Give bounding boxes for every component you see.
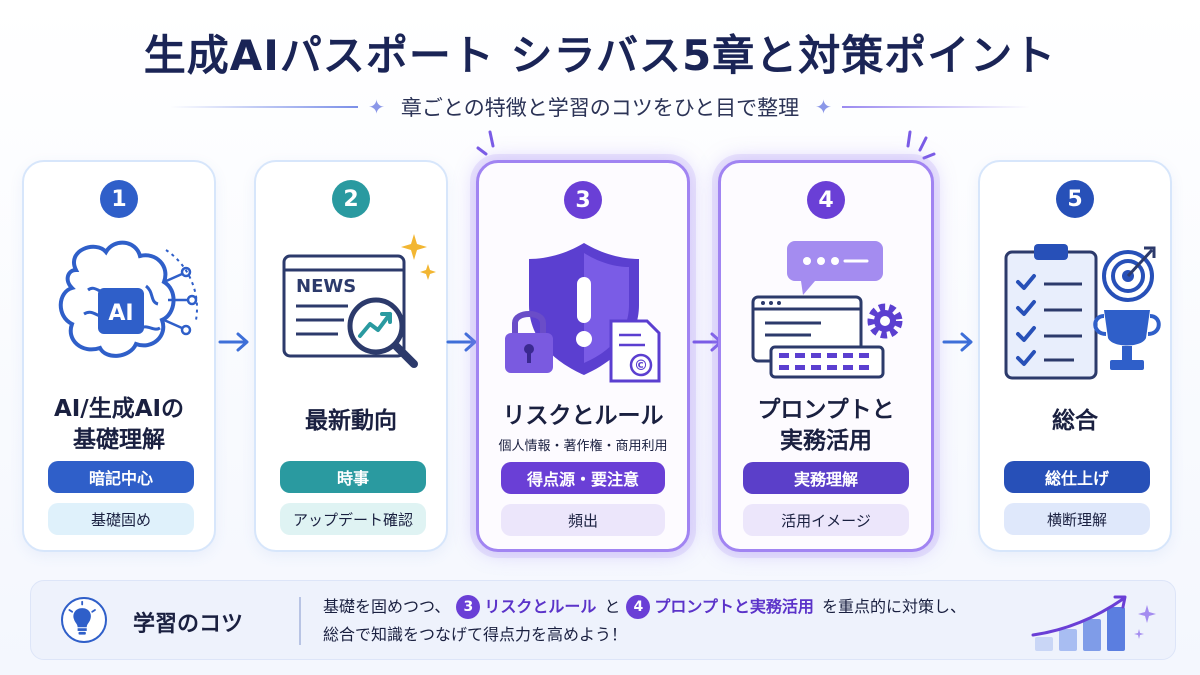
tips-label: 学習のコツ — [133, 612, 244, 637]
sparkle-icon: ✦ — [368, 95, 385, 119]
chapter-sub-tag: 活用イメージ — [743, 504, 909, 536]
chapter-number-badge: 3 — [564, 181, 602, 219]
checklist-trophy-icon — [1004, 244, 1161, 380]
chapter-title-line1: リスクとルール — [502, 403, 664, 429]
chapter-title-line1: プロンプトと — [757, 397, 895, 423]
subtitle-line-right — [841, 106, 1031, 108]
shield-warning-icon: © — [505, 243, 661, 383]
page-title: 生成AIパスポート シラバス5章と対策ポイント — [143, 31, 1057, 80]
chapter-title: 最新動向 — [256, 406, 446, 437]
chapter-title-line1: AI/生成AIの — [53, 396, 185, 422]
chapter-sub-tag: アップデート確認 — [280, 503, 426, 535]
copyright-symbol: © — [634, 358, 648, 374]
tips-divider — [299, 597, 301, 645]
news-label: NEWS — [296, 276, 356, 297]
chapter-title-line2: 実務活用 — [780, 428, 872, 455]
chapter-title: プロンプトと 実務活用 — [721, 395, 931, 457]
tips-highlight-chapter-4: プロンプトと実務活用 — [654, 597, 814, 616]
chapter-title-line2: 基礎理解 — [73, 427, 165, 454]
tips-highlight-chapter-3: リスクとルール — [484, 597, 597, 616]
chapter-number-badge: 4 — [807, 181, 845, 219]
prompt-window-icon — [751, 241, 903, 379]
chapter-note: 個人情報・著作権・商用利用 — [498, 439, 668, 454]
chapter-title-line1: 総合 — [1052, 408, 1098, 434]
growth-chart-icon — [1031, 595, 1156, 651]
arrow-right-icon — [218, 332, 249, 352]
highlight-rays-icon — [476, 130, 495, 156]
chapter-title: AI/生成AIの 基礎理解 — [24, 394, 214, 456]
chapter-title-line1: 最新動向 — [305, 408, 397, 434]
lightbulb-icon — [61, 597, 107, 643]
svg-text:AI: AI — [108, 301, 133, 326]
tips-text-and: と — [604, 597, 621, 616]
tips-chapter-4-badge: 4 — [626, 595, 651, 619]
chapter-card-4: 4 プロンプトと 実務活用 実務理解 活用イメージ — [718, 160, 934, 552]
chapter-number-badge: 2 — [332, 180, 370, 218]
arrow-right-icon — [942, 332, 973, 352]
chapter-sub-tag: 頻出 — [501, 504, 665, 536]
study-tips-panel: 学習のコツ 基礎を固めつつ、 3 リスクとルール と 4 プロンプトと実務活用 … — [30, 580, 1176, 660]
chapter-card-1: 1 AI AI/生成AIの 基礎理解 暗記中心 基礎固め — [22, 160, 216, 552]
chapter-number-badge: 5 — [1056, 180, 1094, 218]
news-magnifier-icon: NEWS — [282, 234, 436, 368]
chapter-tag: 実務理解 — [743, 462, 909, 494]
chapter-sub-tag: 横断理解 — [1004, 503, 1150, 535]
sparkle-icon: ✦ — [815, 95, 832, 119]
tips-text-part2: を重点的に対策し、 — [821, 597, 966, 616]
arrow-right-icon — [446, 332, 477, 352]
chapter-title: リスクとルール — [479, 401, 687, 432]
tips-chapter-3-badge: 3 — [456, 595, 481, 619]
chapter-tag: 時事 — [280, 461, 426, 493]
chapter-number-badge: 1 — [100, 180, 138, 218]
tips-line-1: 基礎を固めつつ、 3 リスクとルール と 4 プロンプトと実務活用 を重点的に対… — [323, 593, 966, 621]
tips-line-2: 総合で知識をつなげて得点力を高めよう！ — [323, 625, 628, 644]
chapter-card-2: 2 NEWS 最新動向 時事 アップデート確認 — [254, 160, 448, 552]
chapter-card-5: 5 総合 総仕上げ 横断理解 — [978, 160, 1172, 552]
chapter-tag: 総仕上げ — [1004, 461, 1150, 493]
chapter-sub-tag: 基礎固め — [48, 503, 194, 535]
brain-ai-icon: AI — [58, 240, 198, 358]
tips-text-part1: 基礎を固めつつ、 — [323, 597, 451, 616]
subtitle-line-left — [170, 106, 359, 108]
subtitle-row: ✦ 章ごとの特徴と学習のコツをひと目で整理 ✦ — [170, 92, 1031, 122]
highlight-rays-icon — [906, 130, 936, 160]
tips-text: 基礎を固めつつ、 3 リスクとルール と 4 プロンプトと実務活用 を重点的に対… — [323, 593, 966, 649]
chapter-tag: 得点源・要注意 — [501, 462, 665, 494]
chapter-title: 総合 — [980, 406, 1170, 437]
chapter-tag: 暗記中心 — [48, 461, 194, 493]
chapter-card-3: 3 © リスクとルール 個人情報・著作権・商用利用 得点源・要注意 頻出 — [476, 160, 690, 552]
page-subtitle: 章ごとの特徴と学習のコツをひと目で整理 — [400, 96, 800, 120]
